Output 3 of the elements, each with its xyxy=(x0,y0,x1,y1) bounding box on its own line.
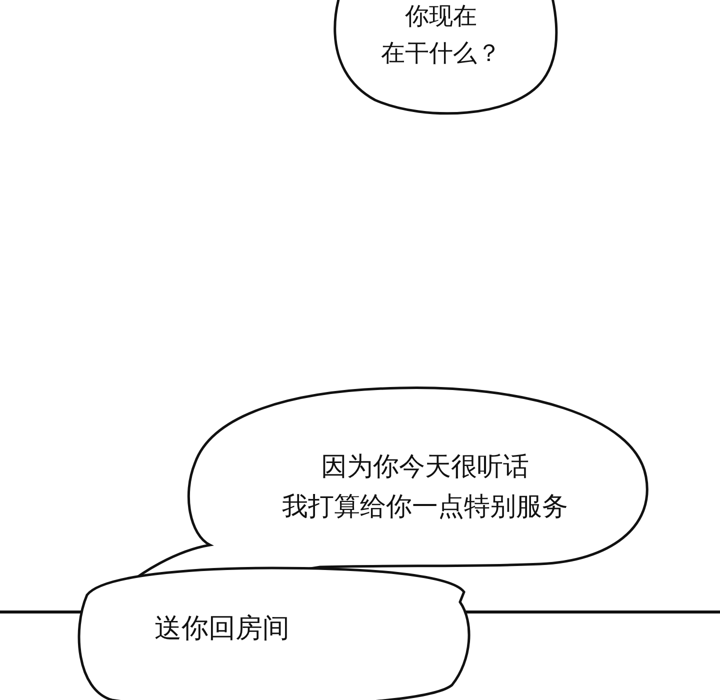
dialogue-text: 因为你今天很听话我打算给你一点特别服务 xyxy=(281,451,569,524)
dialogue-text: 送你回房间 xyxy=(154,612,290,646)
dialogue-text: 你现在在干什么？ xyxy=(380,1,502,70)
